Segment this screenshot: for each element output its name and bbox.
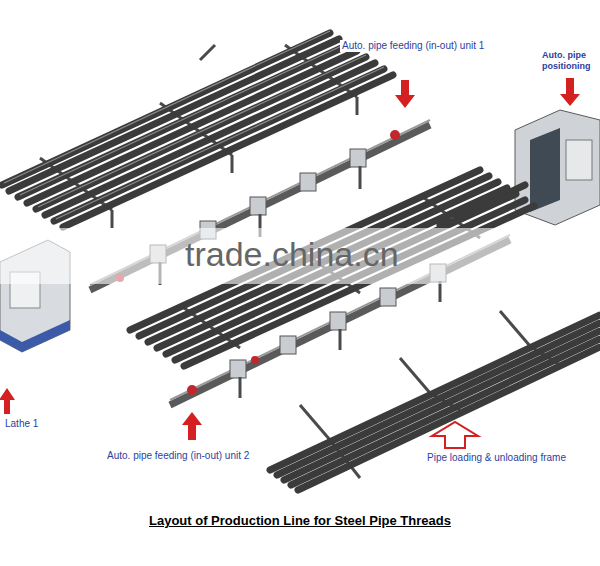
pipe-rack <box>270 315 600 490</box>
callout-arrow <box>0 78 580 440</box>
watermark-band <box>0 228 600 284</box>
callout-arrow <box>432 422 478 448</box>
callout-label: Auto. pipe feeding (in-out) unit 1 <box>340 40 486 52</box>
watermark: trade.china.cn <box>185 234 399 275</box>
pipe-rack <box>2 33 393 227</box>
callout-label: Auto. pipe positioning <box>540 50 599 72</box>
caption: Layout of Production Line for Steel Pipe… <box>147 513 453 529</box>
pipe-highlight <box>4 31 384 219</box>
callout-label: Lathe 1 <box>3 418 40 430</box>
callout-label: Pipe loading & unloading frame <box>425 452 568 464</box>
callout-label: Auto. pipe feeding (in-out) unit 2 <box>105 450 251 462</box>
